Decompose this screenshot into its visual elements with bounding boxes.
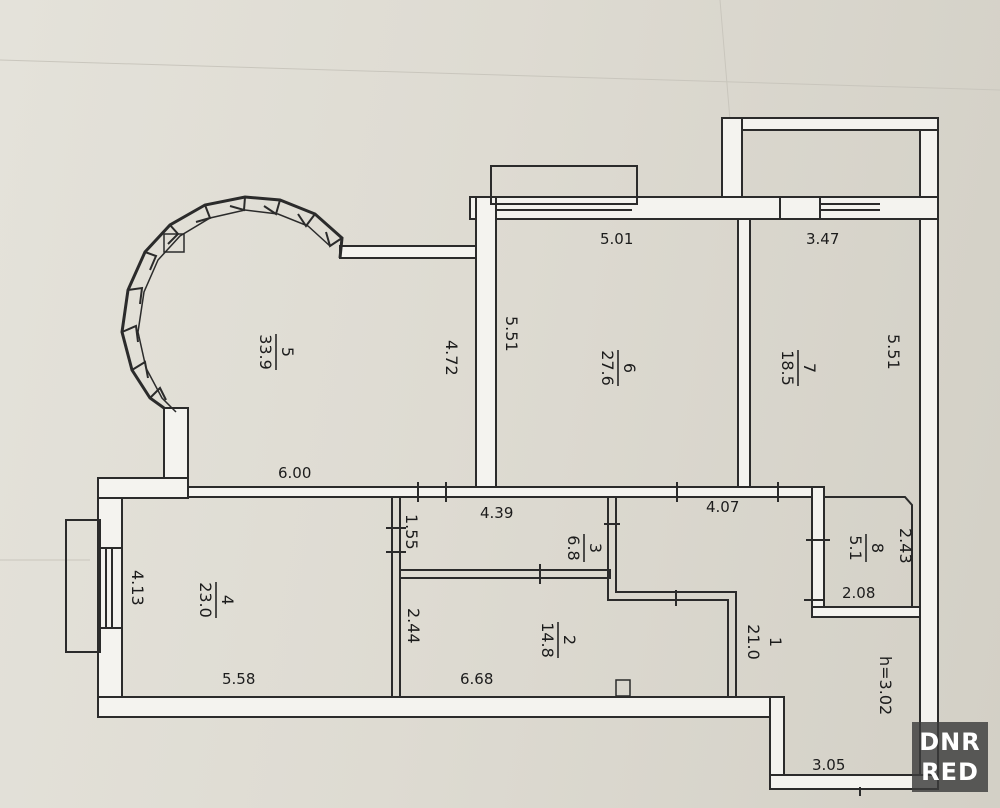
dim-corridor-width: 4.39 — [480, 504, 513, 522]
partitions — [391, 496, 913, 698]
shaft — [615, 679, 631, 697]
room4-left-wall — [97, 477, 123, 711]
svg-text:27.6: 27.6 — [598, 350, 617, 386]
svg-text:33.9: 33.9 — [256, 334, 275, 370]
svg-text:23.0: 23.0 — [196, 582, 215, 618]
dim-r7-width: 3.47 — [806, 230, 839, 248]
svg-text:2: 2 — [560, 635, 579, 645]
svg-text:6: 6 — [620, 363, 639, 373]
svg-text:18.5: 18.5 — [778, 350, 797, 386]
dim-r6-depth: 5.51 — [502, 316, 521, 352]
room-5-label: 5 33.9 — [256, 334, 297, 370]
room4-balcony — [65, 519, 101, 653]
dim-r5-width: 6.00 — [278, 464, 311, 482]
room-7-label: 7 18.5 — [778, 350, 819, 386]
windows — [65, 165, 880, 653]
dim-r8-depth: 2.43 — [896, 528, 915, 564]
ceiling-height-label: h=3.02 — [876, 656, 895, 715]
room-4-label: 4 23.0 — [196, 582, 237, 618]
dim-r5-depth: 4.72 — [442, 340, 461, 376]
svg-text:6.8: 6.8 — [564, 535, 583, 560]
dim-entrance-width: 3.05 — [812, 756, 845, 774]
room-2-label: 2 14.8 — [538, 622, 579, 658]
room-6-label: 6 27.6 — [598, 350, 639, 386]
bay-column — [163, 233, 185, 253]
entrance-left-wall — [769, 696, 785, 783]
dim-hall-width: 4.07 — [706, 498, 739, 516]
svg-text:3: 3 — [586, 543, 605, 553]
paper-grid — [0, 0, 1000, 561]
wall-under-rooms-5-6-7 — [185, 486, 813, 498]
svg-text:21.0: 21.0 — [744, 624, 763, 660]
room-1-label: 1 21.0 — [744, 624, 785, 660]
dim-r8-width: 2.08 — [842, 584, 875, 602]
bottom-exterior-wall — [97, 696, 779, 718]
room8-left-wall — [811, 486, 825, 616]
wall-room5-room6 — [475, 196, 497, 496]
dim-r2-depth: 2.44 — [404, 608, 423, 644]
svg-text:14.8: 14.8 — [538, 622, 557, 658]
dim-r3-depth: 1.55 — [402, 514, 421, 550]
door-ticks — [386, 482, 861, 796]
dim-r6-width: 5.01 — [600, 230, 633, 248]
svg-text:1: 1 — [766, 637, 785, 647]
dim-r4-depth: 4.13 — [128, 570, 147, 606]
room4-top-wall — [97, 477, 189, 499]
room5-top-wall — [339, 245, 491, 259]
svg-text:8: 8 — [868, 543, 887, 553]
dim-r7-depth: 5.51 — [884, 334, 903, 370]
wall-room6-room7 — [737, 218, 751, 496]
dimension-labels: 5.01 3.47 6.00 4.39 4.07 2.08 5.58 6.68 … — [128, 230, 915, 774]
dim-r2-width: 6.68 — [460, 670, 493, 688]
room-8-label: 8 5.1 — [846, 534, 887, 562]
svg-text:4: 4 — [218, 595, 237, 605]
room-3-label: 3 6.8 — [564, 534, 605, 562]
room8-bottom-wall — [811, 606, 921, 618]
top-wall-rooms-6-7 — [469, 196, 939, 220]
room5-bay-window — [120, 195, 344, 413]
room-labels: 5 33.9 6 27.6 7 18.5 3 6.8 8 5.1 4 23.0 — [196, 334, 887, 660]
watermark-logo: DNR RED — [912, 722, 988, 792]
balcony-top-wall — [721, 117, 939, 131]
svg-text:5: 5 — [278, 347, 297, 357]
svg-text:5.1: 5.1 — [846, 535, 865, 560]
dim-r4-width: 5.58 — [222, 670, 255, 688]
svg-text:7: 7 — [800, 363, 819, 373]
